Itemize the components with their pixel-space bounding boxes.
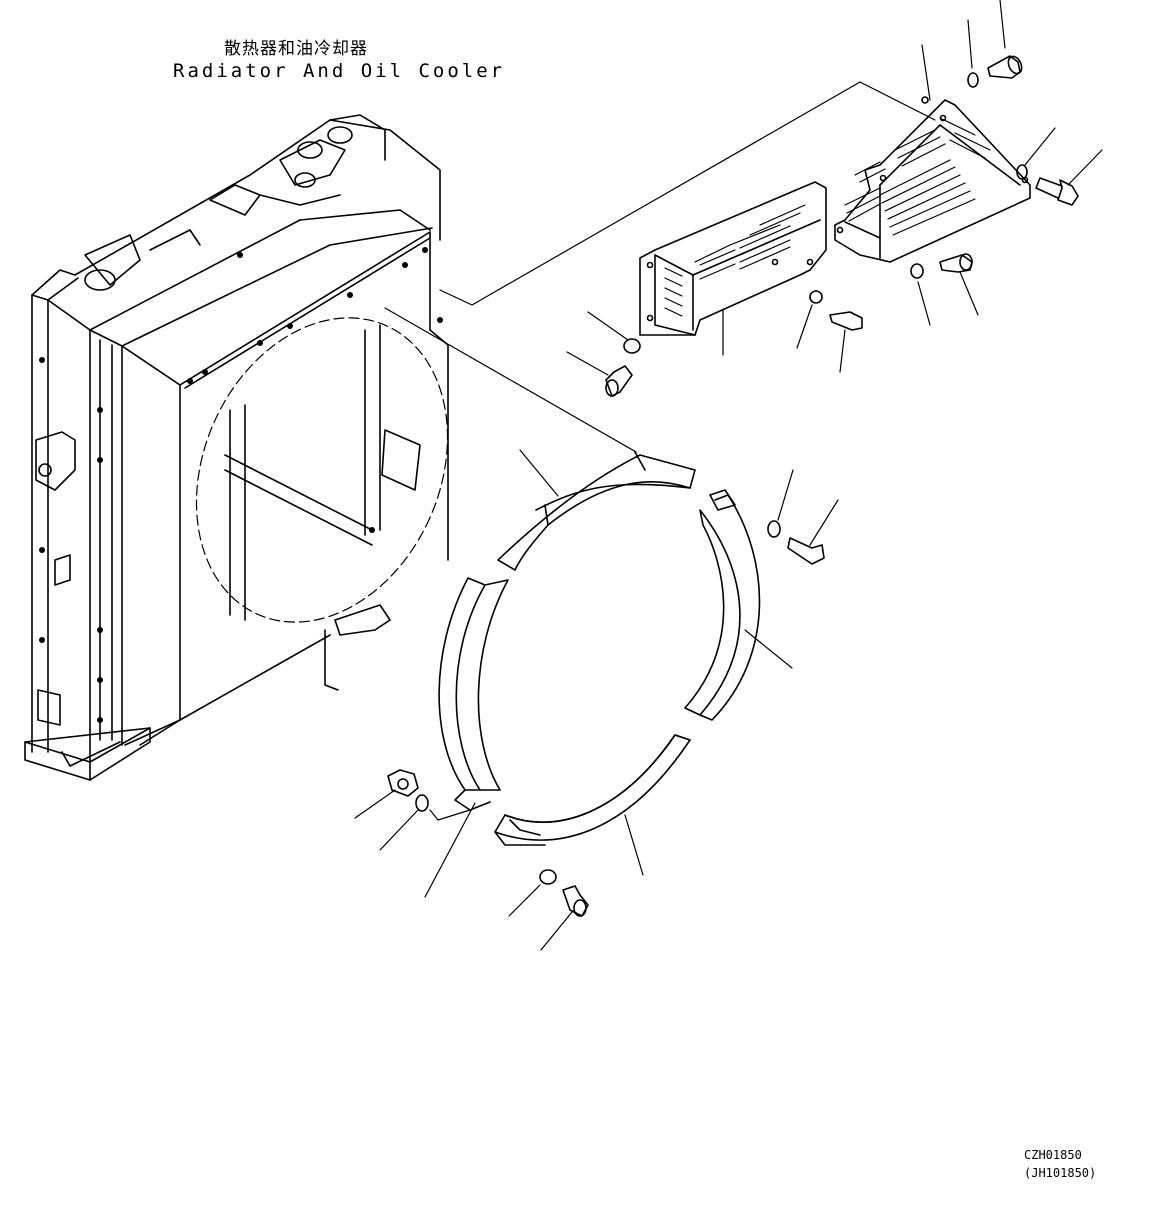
leader-radiator-to-ring (385, 308, 636, 452)
guard-panel-right (835, 97, 1030, 262)
radiator-assembly (25, 115, 448, 780)
drawing-code-block: CZH01850 (JH101850) (1024, 1146, 1096, 1182)
guard-panel-left (640, 182, 826, 335)
fasteners (388, 54, 1078, 916)
drawing-code-primary: CZH01850 (1024, 1148, 1082, 1162)
fan-opening-outline (150, 278, 494, 663)
drawing-code-secondary: (JH101850) (1024, 1166, 1097, 1180)
title-chinese: 散热器和油冷却器 (224, 39, 368, 59)
fan-ring-segments (439, 452, 759, 845)
callout-leaders (355, 0, 1102, 950)
title-english: Radiator And Oil Cooler (173, 60, 506, 82)
leader-radiator-to-guard (440, 82, 935, 305)
